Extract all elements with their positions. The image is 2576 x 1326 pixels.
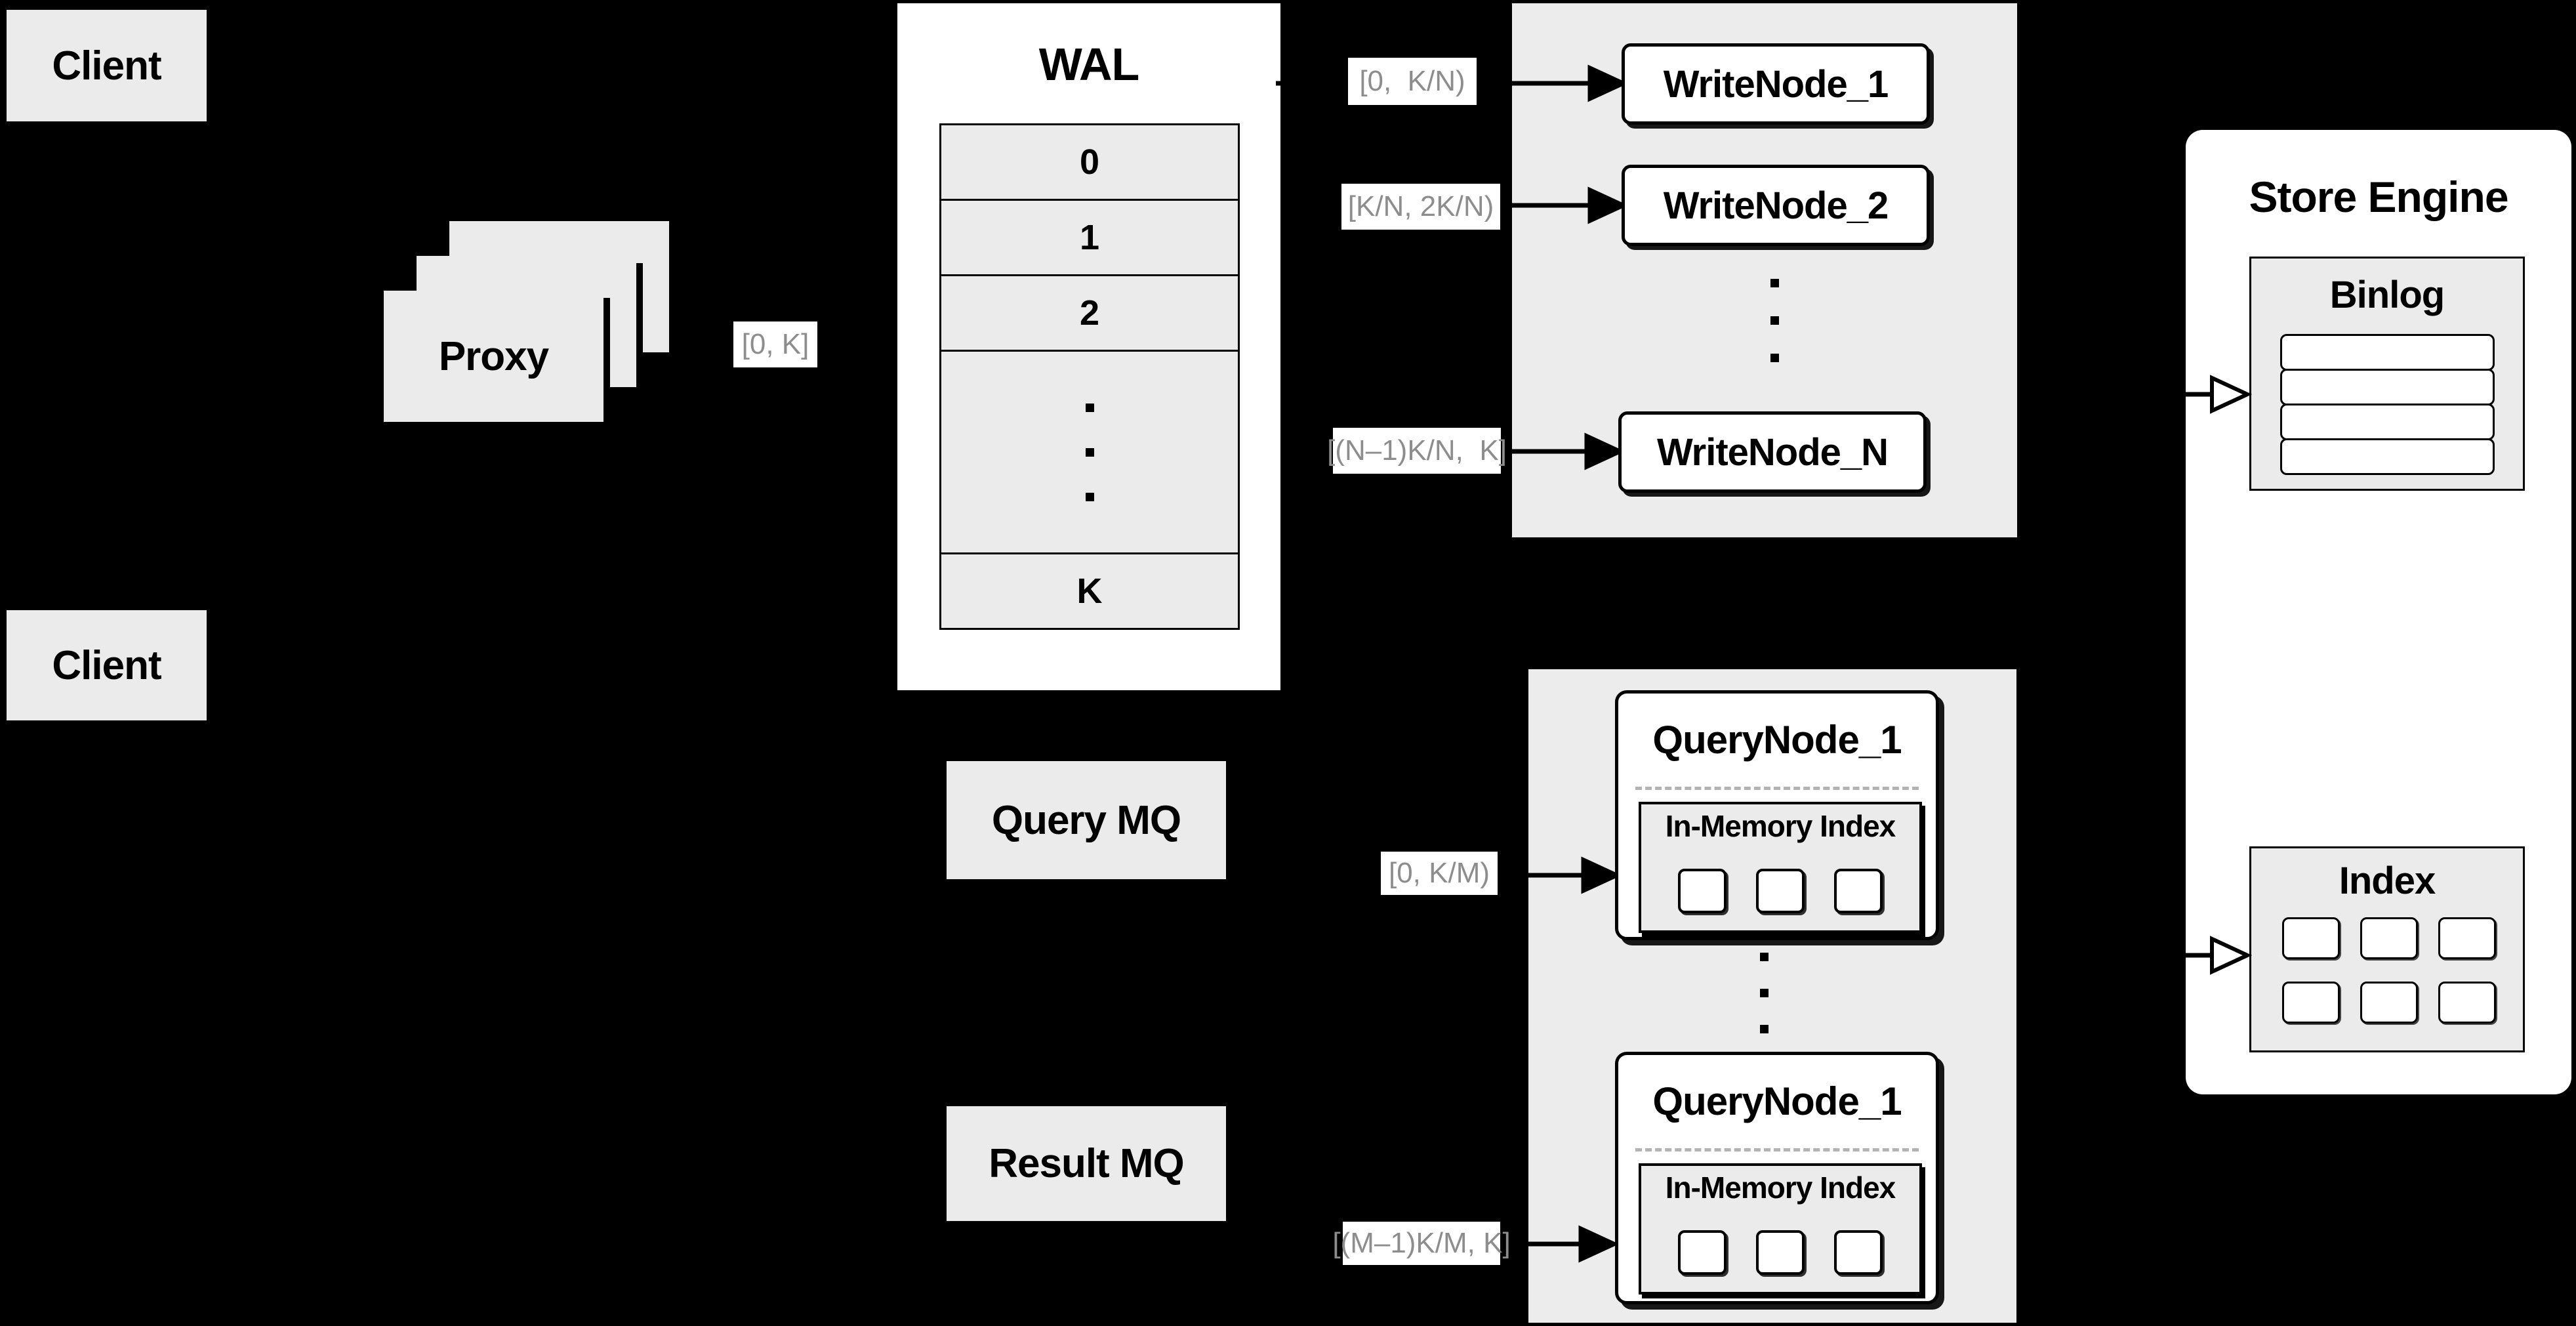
querynode-ellipsis-icon: [1760, 953, 1768, 1033]
proxy-node: Proxy: [384, 291, 603, 422]
range-label-querynode-2: [(M–1)K/M, K]: [1332, 1222, 1511, 1265]
writenode-1-label: WriteNode_1: [1663, 62, 1889, 106]
memory-segment: [1834, 869, 1883, 913]
querynode-2: QueryNode_1 In-Memory Index: [1615, 1052, 1939, 1304]
querynode-2-divider: [1635, 1148, 1919, 1151]
in-memory-index-title: In-Memory Index: [1665, 809, 1896, 843]
memory-segments: [1641, 1230, 1919, 1275]
writenode-n-label: WriteNode_N: [1656, 430, 1889, 474]
querynode-1-title: QueryNode_1: [1652, 717, 1902, 762]
wal-row-k: K: [941, 554, 1238, 628]
wal-panel: WAL 0 1 2 K: [897, 3, 1280, 690]
wal-row-2: 2: [941, 276, 1238, 352]
wal-table: 0 1 2 K: [939, 123, 1240, 630]
wal-row-0: 0: [941, 125, 1238, 201]
memory-segment: [1756, 869, 1805, 913]
index-cell: [2360, 982, 2418, 1024]
wal-title: WAL: [1038, 38, 1140, 90]
querynode-2-title: QueryNode_1: [1652, 1079, 1902, 1123]
writenode-2: WriteNode_2: [1622, 165, 1930, 246]
proxy-label: Proxy: [438, 333, 549, 379]
memory-segments: [1641, 869, 1919, 913]
query-mq-node: Query MQ: [947, 761, 1226, 879]
binlog-row: [2280, 404, 2495, 440]
index-cell: [2360, 917, 2418, 959]
querynode-1: QueryNode_1 In-Memory Index: [1615, 690, 1939, 940]
range-label-writenode-1: [0, K/N): [1348, 58, 1477, 105]
memory-segment: [1678, 1230, 1727, 1275]
wal-row-ellipsis: [941, 352, 1238, 554]
binlog-row: [2280, 438, 2495, 475]
writenode-ellipsis-icon: [1770, 279, 1779, 362]
index-title: Index: [2339, 860, 2436, 902]
index-cell: [2438, 982, 2496, 1024]
index-cells: [2251, 917, 2523, 1024]
binlog-panel: Binlog: [2249, 257, 2525, 491]
writenode-2-label: WriteNode_2: [1663, 184, 1889, 227]
range-label-writenode-n: [(N–1)K/N, K]: [1327, 428, 1507, 474]
vertical-ellipsis-icon: [1085, 403, 1094, 501]
client-bottom-label: Client: [52, 642, 161, 688]
client-top-node: Client: [7, 10, 207, 121]
wal-row-1: 1: [941, 201, 1238, 276]
binlog-title: Binlog: [2329, 274, 2445, 316]
querynode-2-memory-panel: In-Memory Index: [1639, 1163, 1922, 1295]
index-panel: Index: [2249, 846, 2525, 1052]
range-label-proxy-out: [0, K]: [733, 321, 817, 367]
client-top-label: Client: [52, 43, 161, 89]
range-label-querynode-1: [0, K/M): [1381, 852, 1498, 895]
query-mq-label: Query MQ: [991, 797, 1181, 843]
memory-segment: [1834, 1230, 1883, 1275]
range-label-writenode-2: [K/N, 2K/N): [1341, 184, 1500, 230]
querynode-1-memory-panel: In-Memory Index: [1639, 802, 1922, 933]
client-bottom-node: Client: [7, 610, 207, 720]
index-cell: [2282, 917, 2340, 959]
writenode-n: WriteNode_N: [1618, 411, 1927, 493]
memory-segment: [1678, 869, 1727, 913]
store-engine-title: Store Engine: [2249, 173, 2508, 221]
proxy-stack: Proxy: [384, 221, 685, 431]
index-cell: [2438, 917, 2496, 959]
writenode-1: WriteNode_1: [1622, 43, 1930, 125]
index-cell: [2282, 982, 2340, 1024]
querynode-1-divider: [1635, 787, 1919, 790]
result-mq-node: Result MQ: [947, 1106, 1226, 1221]
result-mq-label: Result MQ: [989, 1141, 1185, 1186]
memory-segment: [1756, 1230, 1805, 1275]
binlog-row: [2280, 334, 2495, 371]
binlog-rows: [2251, 334, 2523, 475]
in-memory-index-title: In-Memory Index: [1665, 1171, 1896, 1205]
store-engine-panel: Store Engine Binlog Index: [2186, 130, 2571, 1094]
binlog-row: [2280, 369, 2495, 405]
